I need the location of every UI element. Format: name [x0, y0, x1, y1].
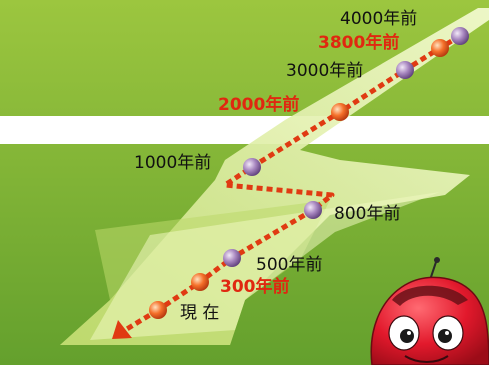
- label-3800: 3800年前: [318, 32, 399, 53]
- route-arrow-tail: [120, 307, 160, 335]
- dot-4000: [451, 27, 469, 45]
- label-1000: 1000年前: [134, 153, 211, 173]
- dot-3800: [431, 39, 449, 57]
- dot-1000: [243, 158, 261, 176]
- label-4000: 4000年前: [340, 9, 417, 29]
- label-3000: 3000年前: [286, 61, 363, 81]
- route-line: [156, 33, 462, 313]
- dot-300: [191, 273, 209, 291]
- dot-2000: [331, 103, 349, 121]
- label-2000: 2000年前: [218, 94, 299, 115]
- label-300: 300年前: [220, 276, 290, 297]
- red-car-mascot-icon: [370, 257, 489, 365]
- white-stripe: [0, 116, 489, 144]
- dot-500: [223, 249, 241, 267]
- label-now: 現 在: [180, 303, 219, 323]
- dot-800: [304, 201, 322, 219]
- label-800: 800年前: [334, 204, 400, 224]
- dot-3000: [396, 61, 414, 79]
- dot-now: [149, 301, 167, 319]
- route-arrowhead: [112, 320, 132, 339]
- label-500: 500年前: [256, 255, 322, 275]
- road-lower-light: [90, 192, 440, 340]
